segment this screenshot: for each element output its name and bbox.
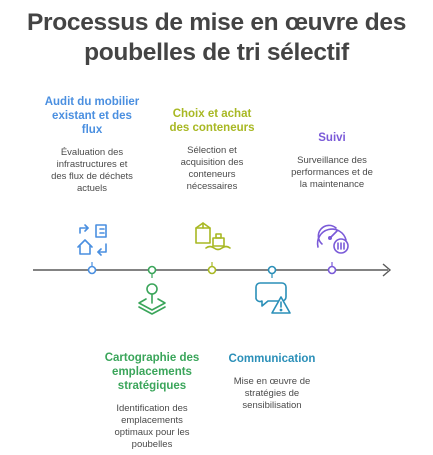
stage-conteneurs: Choix et achat des conteneurs Sélection … [152, 107, 272, 193]
containers-icon [195, 222, 231, 251]
stage-node-communication [267, 265, 277, 275]
stage-communication: Communication Mise en œuvre de stratégie… [212, 352, 332, 412]
stage-description-suivi: Surveillance des performances et de la m… [291, 155, 373, 190]
stage-description-cartographie: Identification des emplacements optimaux… [114, 403, 190, 450]
timeline-arrowhead [382, 263, 392, 277]
gauge-icon [316, 224, 349, 254]
stage-description-conteneurs: Sélection et acquisition des conteneurs … [180, 145, 244, 192]
stage-title-cartographie: Cartographie des emplacements stratégiqu… [104, 352, 200, 392]
stage-cartographie: Cartographie des emplacements stratégiqu… [92, 351, 212, 451]
stage-description-audit: Évaluation des infrastructures et des fl… [51, 147, 133, 194]
stage-node-suivi [327, 265, 337, 275]
stage-node-conteneurs [207, 265, 217, 275]
stage-title-suivi: Suivi [318, 132, 346, 144]
diagram-title: Processus de mise en œuvre des poubelles… [26, 9, 407, 66]
audit-cycle-icon [77, 224, 107, 256]
stage-suivi: Suivi Surveillance des performances et d… [272, 131, 392, 191]
stage-description-communication: Mise en œuvre de stratégies de sensibili… [233, 376, 311, 411]
stage-title-audit: Audit du mobilier existant et des flux [44, 96, 140, 136]
stage-node-cartographie [147, 265, 157, 275]
stage-title-conteneurs: Choix et achat des conteneurs [169, 108, 255, 134]
chat-warning-icon [255, 282, 291, 314]
map-pin-icon [138, 283, 166, 315]
stage-title-communication: Communication [228, 353, 316, 365]
stage-audit: Audit du mobilier existant et des flux É… [32, 95, 152, 195]
stage-node-audit [87, 265, 97, 275]
